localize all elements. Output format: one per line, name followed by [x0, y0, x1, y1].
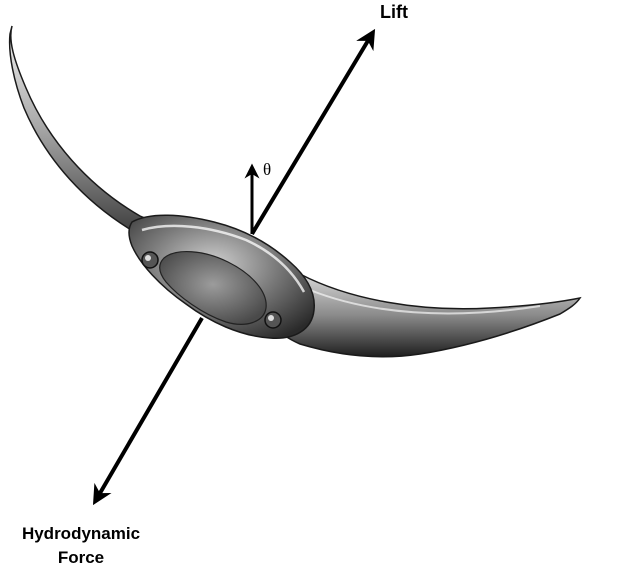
right-wing [267, 273, 582, 358]
right-eye-highlight [268, 315, 274, 321]
hydrodynamic-force-arrow [92, 316, 204, 506]
hydrodynamic-force-label: Hydrodynamic Force [0, 522, 162, 570]
angle-theta-label: θ [263, 160, 272, 179]
left-eye-highlight [145, 255, 151, 261]
lift-arrow [250, 28, 376, 236]
lift-label: Lift [380, 2, 408, 22]
left-wing-highlight [13, 35, 161, 221]
head-plate [159, 251, 267, 325]
right-wing-highlight [309, 289, 541, 315]
hydrodynamic-label-line1: Hydrodynamic [21, 524, 141, 543]
body-ridge-highlight [141, 224, 306, 293]
hydrodynamic-label-line2: Force [57, 548, 105, 567]
